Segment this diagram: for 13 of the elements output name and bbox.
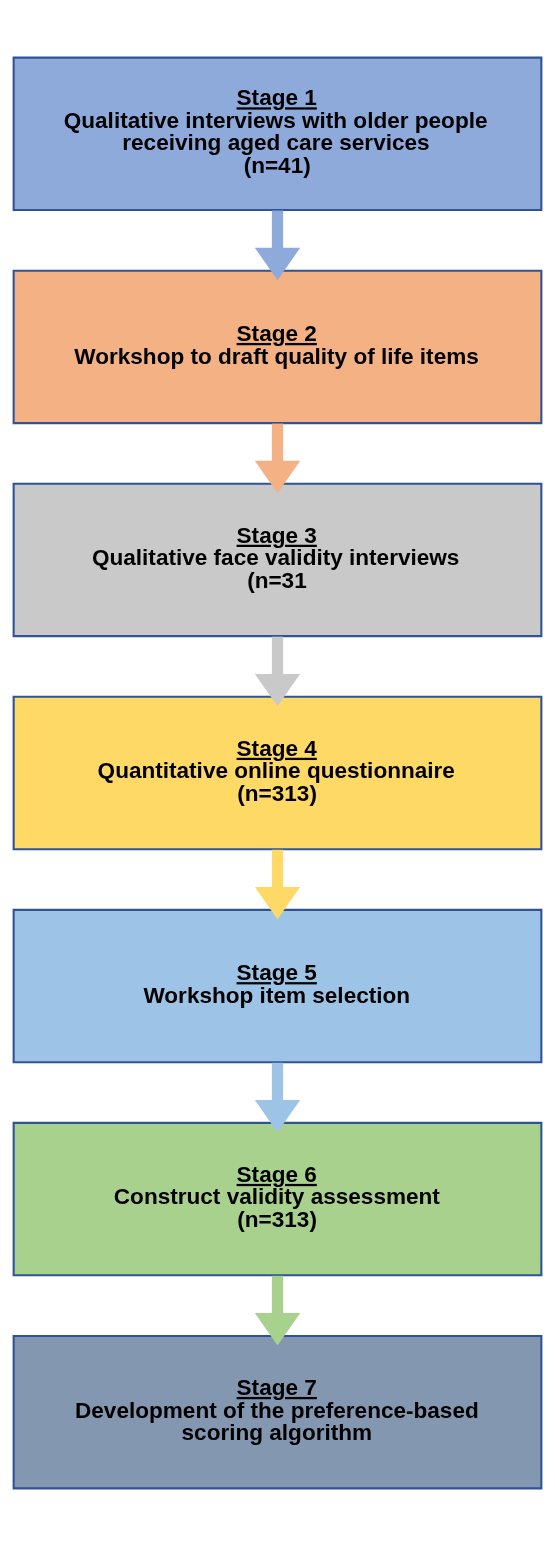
node-box: Stage 5 Workshop item selection: [12, 908, 543, 1064]
arrow: [254, 636, 301, 707]
arrow: [254, 1062, 301, 1133]
node-box: Stage 6 Construct validity assessment (n=313): [12, 1121, 543, 1277]
node-box: Stage 4 Quantitative online questionnaire (n=313): [12, 695, 543, 851]
arrow: [254, 423, 301, 494]
arrow: [254, 210, 301, 281]
node-box: Stage 7 Development of the preference-based scoring algorithm: [12, 1334, 543, 1490]
node-box: Stage 1 Qualitative interviews with older people receiving aged care services (n=41): [12, 56, 543, 212]
arrow: [254, 849, 301, 920]
arrow: [254, 1275, 301, 1346]
node-box: Stage 2 Workshop to draft quality of life items: [12, 269, 543, 425]
node-box: Stage 3 Qualitative face validity interviews (n=31: [12, 482, 543, 638]
